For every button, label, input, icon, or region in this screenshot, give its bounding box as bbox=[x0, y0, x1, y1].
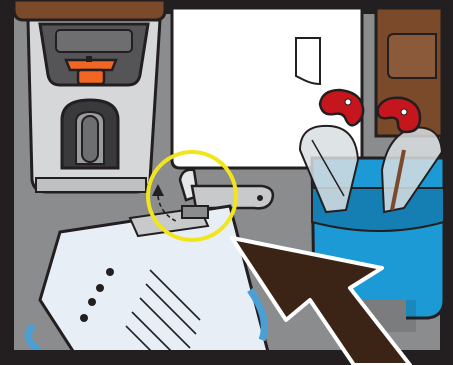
panel-tab bbox=[296, 38, 320, 84]
left-frame bbox=[0, 0, 14, 365]
coffee-unit bbox=[28, 20, 160, 192]
unit-base bbox=[36, 178, 146, 192]
brown-top-block bbox=[14, 0, 165, 20]
spout-pipe bbox=[82, 116, 98, 162]
unit-top-slot bbox=[56, 30, 132, 52]
instruction-sheet bbox=[40, 206, 268, 362]
